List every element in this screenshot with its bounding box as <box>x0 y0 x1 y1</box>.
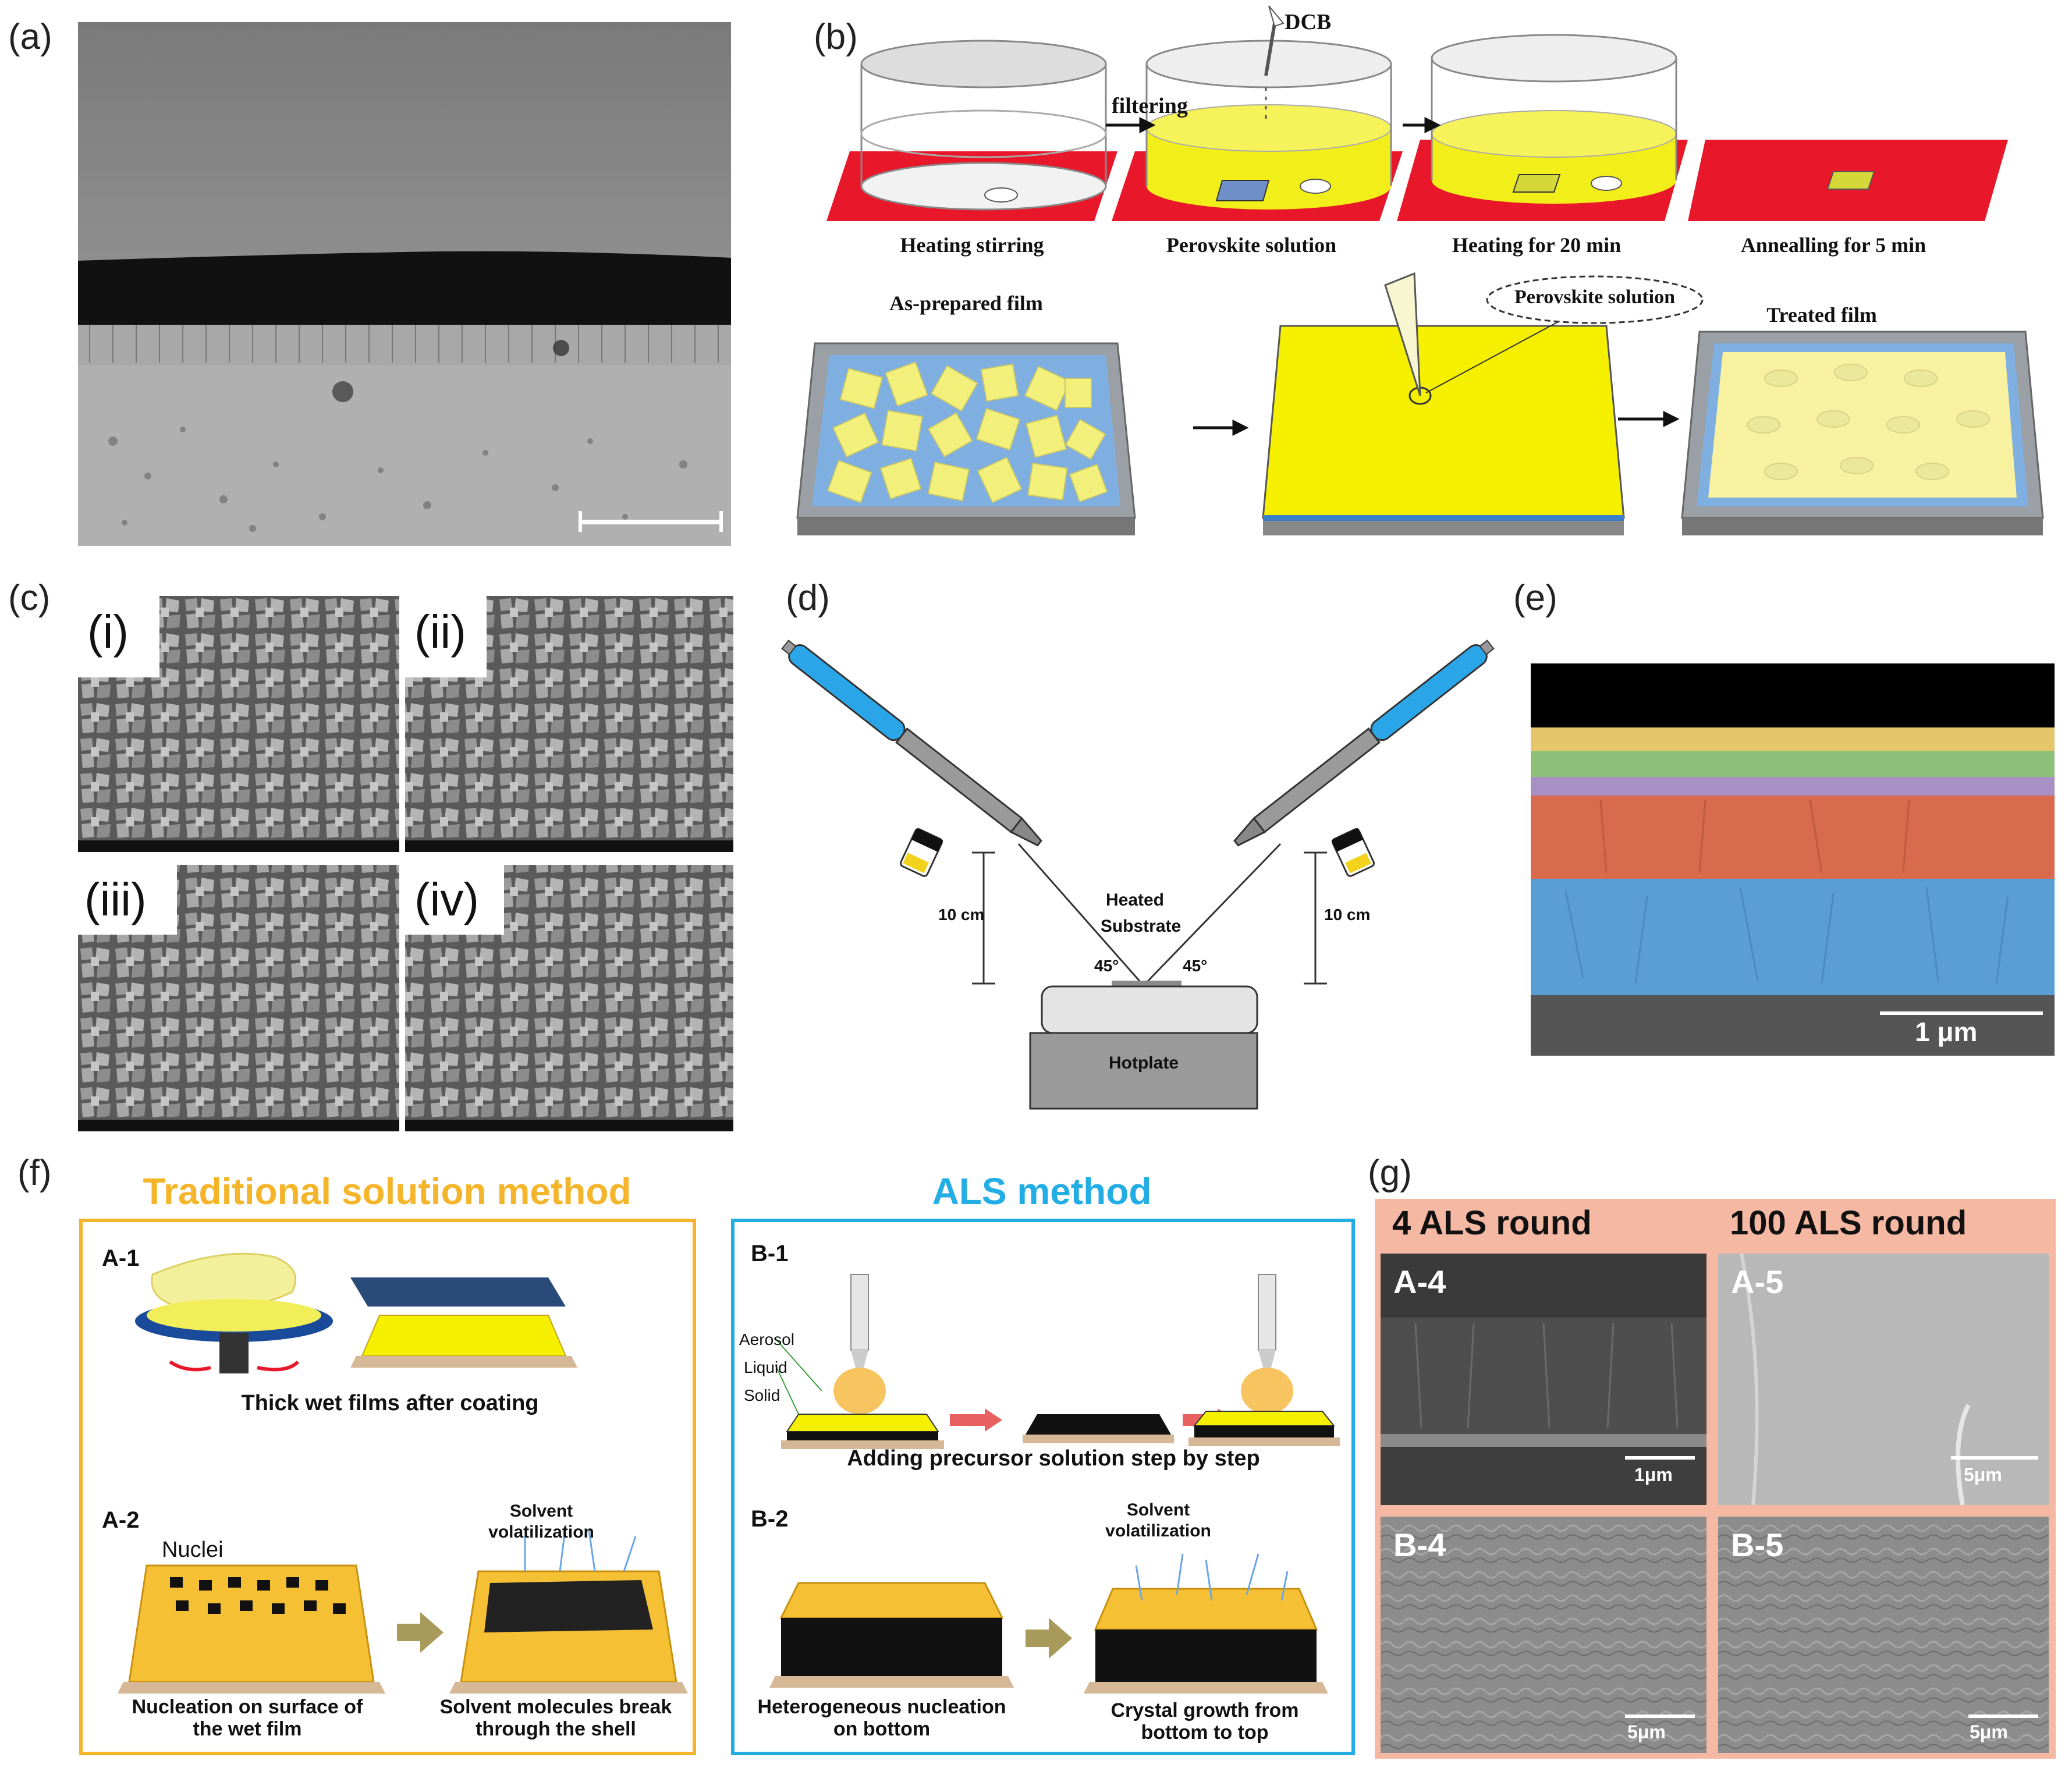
panel-e-layer-cross-section <box>1531 663 2055 1056</box>
blade-coated-film <box>350 1277 577 1368</box>
nuclei-label: Nuclei <box>162 1538 223 1562</box>
panel-a-cross-section-image <box>78 22 731 546</box>
b2-caption-left-line1: Heterogeneous nucleation <box>757 1696 1006 1718</box>
b1-label: B-1 <box>751 1241 789 1266</box>
panel-b-process-diagram <box>792 0 2072 559</box>
traditional-method-title: Traditional solution method <box>143 1170 631 1212</box>
angle-left-label: 45° <box>1094 957 1119 975</box>
b1-caption: Adding precursor solution step by step <box>847 1446 1260 1471</box>
b2-caption-right-line2: bottom to top <box>1141 1721 1269 1744</box>
filtering-label: filtering <box>1112 94 1188 118</box>
g-tile-a4-id: A-4 <box>1393 1263 1446 1300</box>
perovskite-solution-bubble-label: Perovskite solution <box>1514 286 1676 308</box>
g-tile-a5: A-5 5μm <box>1718 1254 2049 1505</box>
substrate-label: Substrate <box>1100 917 1182 936</box>
panel-g-sem-grid: 4 ALS round 100 ALS round A-4 1μm A-5 5μ… <box>1375 1199 2056 1759</box>
g-tile-b4: B-4 5μm <box>1381 1517 1706 1753</box>
beaker-3 <box>1431 34 1677 204</box>
dcb-label: DCB <box>1285 10 1332 34</box>
sub-label-iii: (iii) <box>84 874 147 925</box>
panel-a-scale-bar <box>579 520 723 524</box>
aerosol-label: Aerosol <box>739 1330 794 1348</box>
beaker-2 <box>1145 5 1392 210</box>
treated-film-label: Treated film <box>1766 303 1877 326</box>
step-perovskite-solution: Perovskite solution <box>1166 233 1337 257</box>
sub-label-i: (i) <box>87 606 129 658</box>
solvent-vol-a-line2: volatilization <box>488 1522 594 1542</box>
a2-caption-right-line2: through the shell <box>476 1718 636 1740</box>
als-method-title: ALS method <box>932 1170 1152 1212</box>
left-reservoir <box>900 828 943 877</box>
broken-shell-film <box>449 1524 688 1694</box>
hotplate-label: Hotplate <box>1109 1053 1179 1073</box>
a2-caption-right-line1: Solvent molecules break <box>439 1696 672 1718</box>
g-tile-a5-id: A-5 <box>1731 1263 1784 1300</box>
solvent-vol-b-line2: volatilization <box>1105 1521 1211 1540</box>
g-column-header-4: 4 ALS round <box>1392 1204 1592 1242</box>
g-tile-a5-scale: 5μm <box>1964 1464 2002 1485</box>
panel-d-spray-diagram <box>780 634 1507 1112</box>
b2-caption-left-line2: on bottom <box>833 1718 931 1740</box>
left-spray-gun <box>781 640 1042 847</box>
solution-covered-film <box>1262 272 1704 535</box>
sub-label-iv: (iv) <box>414 874 480 925</box>
g-tile-a4: A-4 1μm <box>1381 1254 1706 1505</box>
liquid-label: Liquid <box>744 1358 787 1376</box>
g-tile-b4-scale: 5μm <box>1627 1721 1666 1742</box>
crystal-growth-film <box>1084 1553 1328 1694</box>
panel-c-sem-grid <box>78 596 733 1131</box>
panel-d-label: (d) <box>786 578 830 618</box>
panel-a-label: (a) <box>8 17 52 57</box>
panel-f-label: (f) <box>17 1153 52 1193</box>
a2-label: A-2 <box>102 1507 140 1533</box>
distance-right-label: 10 cm <box>1324 906 1371 924</box>
panel-g-label: (g) <box>1368 1153 1412 1193</box>
angle-right-label: 45° <box>1183 957 1208 975</box>
b2-label: B-2 <box>751 1506 789 1532</box>
spin-coater <box>135 1252 333 1373</box>
traditional-method-box <box>79 1219 696 1755</box>
as-prepared-film <box>796 342 1136 535</box>
heated-label: Heated <box>1105 890 1165 910</box>
step-heating-20min: Heating for 20 min <box>1452 233 1622 257</box>
panel-e-scale-label: 1 μm <box>1915 1017 1978 1047</box>
g-tile-b5: B-5 5μm <box>1718 1517 2049 1753</box>
nucleation-wet-film <box>118 1564 385 1694</box>
als-aerosol-nozzle-2 <box>1241 1274 1293 1414</box>
panel-e-label: (e) <box>1513 578 1557 618</box>
step-annealing-5min: Annealling for 5 min <box>1740 233 1926 257</box>
a2-caption-left-line1: Nucleation on surface of <box>132 1696 363 1718</box>
b2-caption-right-line1: Crystal growth from <box>1110 1699 1299 1721</box>
g-tile-a4-scale: 1μm <box>1634 1464 1673 1485</box>
a1-label: A-1 <box>102 1245 140 1271</box>
heterogeneous-nucleation-film <box>769 1582 1014 1688</box>
distance-left-label: 10 cm <box>938 906 985 924</box>
right-reservoir <box>1331 828 1375 877</box>
right-spray-gun <box>1233 640 1495 847</box>
als-aerosol-nozzle-1 <box>833 1274 886 1414</box>
g-column-header-100: 100 ALS round <box>1730 1204 1967 1242</box>
beaker-1 <box>860 40 1107 211</box>
g-tile-b5-id: B-5 <box>1731 1527 1784 1563</box>
a2-caption-left-line2: the wet film <box>193 1718 302 1740</box>
solvent-vol-a-line1: Solvent <box>509 1501 573 1521</box>
sub-label-ii: (ii) <box>414 606 466 658</box>
a1-caption: Thick wet films after coating <box>241 1391 539 1415</box>
solid-label: Solid <box>744 1386 780 1404</box>
panel-b-label: (b) <box>814 17 858 57</box>
step-heating-stirring: Heating stirring <box>900 233 1044 257</box>
als-method-box <box>731 1219 1355 1755</box>
as-prepared-film-label: As-prepared film <box>889 292 1043 315</box>
panel-c-label: (c) <box>8 578 51 618</box>
g-tile-b4-id: B-4 <box>1393 1527 1446 1563</box>
solvent-vol-b-line1: Solvent <box>1126 1500 1190 1520</box>
g-tile-b5-scale: 5μm <box>1970 1721 2008 1742</box>
treated-film <box>1681 331 2044 535</box>
